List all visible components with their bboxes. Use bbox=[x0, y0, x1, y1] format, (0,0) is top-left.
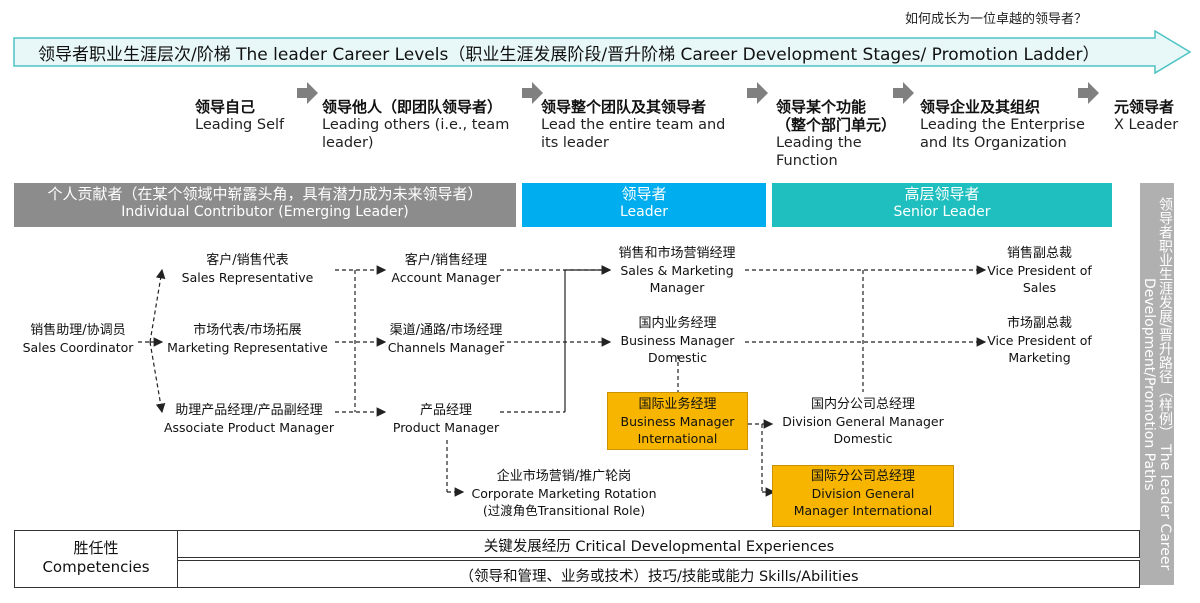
role-zh: 市场代表/市场拓展 bbox=[193, 323, 302, 338]
role-zh: 企业市场营销/推广轮岗 bbox=[496, 469, 632, 484]
side-bar bbox=[1140, 183, 1174, 585]
role-zh: 国际分公司总经理 bbox=[810, 469, 915, 484]
stage-zh: 领导企业及其组织 bbox=[920, 98, 1041, 116]
stage-step-arrows bbox=[297, 82, 1099, 104]
band-zh: 个人贡献者（在某个领域中崭露头角，具有潜力成为未来领导者） bbox=[47, 185, 483, 203]
role-associate-product-manager: 助理产品经理/产品副经理 Associate Product Manager bbox=[160, 402, 338, 436]
stage-lead-team: 领导整个团队及其领导者 Lead the entire team and its… bbox=[541, 98, 741, 152]
role-note: (过渡角色Transitional Role) bbox=[482, 503, 646, 518]
role-division-gm-international: 国际分公司总经理 Division General Manager Intern… bbox=[772, 468, 954, 519]
side-title: 领导者职业生涯发展/晋升路径（样例） The leader Career Dev… bbox=[1141, 197, 1173, 571]
experiences-label: 关键发展经历 Critical Developmental Experience… bbox=[483, 539, 835, 555]
band-zh: 领导者 bbox=[621, 185, 667, 203]
role-business-manager-international: 国际业务经理 Business Manager International bbox=[607, 396, 748, 447]
stage-zh: 元领导者 bbox=[1114, 98, 1175, 116]
role-en: Business Manager International bbox=[620, 414, 735, 446]
role-sales-marketing-manager: 销售和市场营销经理 Sales & Marketing Manager bbox=[598, 245, 756, 296]
role-corporate-marketing-rotation: 企业市场营销/推广轮岗 Corporate Marketing Rotation… bbox=[462, 468, 666, 519]
stage-zh: 领导某个功能（整个部门单元） bbox=[776, 98, 897, 134]
role-en: Business Manager Domestic bbox=[620, 333, 735, 365]
role-en: Channels Manager bbox=[387, 340, 505, 355]
stage-zh: 领导他人（即团队领导者） bbox=[322, 98, 503, 116]
role-en: Vice President of Marketing bbox=[987, 333, 1092, 365]
band-leader: 领导者 Leader bbox=[522, 183, 766, 227]
role-vp-sales: 销售副总裁 Vice President of Sales bbox=[982, 245, 1097, 296]
role-en: Associate Product Manager bbox=[163, 420, 335, 435]
role-zh: 国际业务经理 bbox=[638, 397, 717, 412]
role-en: Vice President of Sales bbox=[987, 263, 1092, 295]
role-sales-representative: 客户/销售代表 Sales Representative bbox=[160, 252, 335, 286]
stage-zh: 领导自己 bbox=[195, 98, 256, 116]
stage-en: Leading others (i.e., team leader) bbox=[322, 117, 510, 151]
competencies-en: Competencies bbox=[42, 558, 150, 576]
role-en: Product Manager bbox=[392, 420, 500, 435]
role-en: Sales & Marketing Manager bbox=[620, 263, 734, 295]
experiences-row bbox=[14, 530, 1140, 558]
role-en: Sales Coordinator bbox=[22, 340, 134, 355]
role-zh: 助理产品经理/产品副经理 bbox=[175, 403, 323, 418]
role-en: Division General Manager Domestic bbox=[782, 414, 944, 446]
arrow-title: 领导者职业生涯层次/阶梯 The leader Career Levels（职业… bbox=[38, 45, 1100, 65]
step-arrow-icon bbox=[893, 82, 914, 104]
role-zh: 产品经理 bbox=[419, 403, 472, 418]
role-zh: 渠道/通路/市场经理 bbox=[389, 323, 503, 338]
stage-en: Leading Self bbox=[195, 117, 285, 133]
role-en: Corporate Marketing Rotation bbox=[471, 486, 657, 501]
step-arrow-icon bbox=[297, 82, 318, 104]
skills-label: （领导和管理、业务或技术）技巧/技能或能力 Skills/Abilities bbox=[459, 569, 859, 585]
role-marketing-representative: 市场代表/市场拓展 Marketing Representative bbox=[160, 322, 335, 356]
stage-leading-others: 领导他人（即团队领导者） Leading others (i.e., team … bbox=[322, 98, 522, 152]
highlight-box-dgm-intl bbox=[772, 465, 954, 527]
highlight-box-bm-intl bbox=[607, 392, 748, 450]
role-channels-manager: 渠道/通路/市场经理 Channels Manager bbox=[385, 322, 507, 356]
step-arrow-icon bbox=[1078, 82, 1099, 104]
step-arrow-icon bbox=[747, 82, 768, 104]
band-senior-leader: 高层领导者 Senior Leader bbox=[772, 183, 1112, 227]
role-zh: 销售助理/协调员 bbox=[30, 323, 126, 338]
stage-en: X Leader bbox=[1114, 117, 1179, 133]
band-en: Senior Leader bbox=[893, 204, 991, 220]
role-product-manager: 产品经理 Product Manager bbox=[385, 402, 507, 436]
band-individual-contributor: 个人贡献者（在某个领域中崭露头角，具有潜力成为未来领导者） Individual… bbox=[14, 183, 516, 227]
band-en: Leader bbox=[619, 204, 668, 220]
role-zh: 客户/销售代表 bbox=[206, 253, 289, 268]
role-zh: 国内业务经理 bbox=[638, 316, 717, 331]
stage-en: Leading the Enterprise and Its Organizat… bbox=[920, 117, 1085, 151]
role-zh: 销售副总裁 bbox=[1006, 246, 1072, 261]
role-en: Marketing Representative bbox=[167, 340, 328, 355]
role-en: Sales Representative bbox=[181, 270, 314, 285]
role-en: Division General Manager International bbox=[793, 486, 933, 518]
skills-row bbox=[14, 560, 1140, 588]
competencies-zh: 胜任性 bbox=[73, 539, 119, 557]
role-business-manager-domestic: 国内业务经理 Business Manager Domestic bbox=[610, 315, 745, 366]
role-account-manager: 客户/销售经理 Account Manager bbox=[385, 252, 507, 286]
role-zh: 市场副总裁 bbox=[1006, 316, 1072, 331]
band-en: Individual Contributor (Emerging Leader) bbox=[121, 204, 409, 220]
role-zh: 国内分公司总经理 bbox=[810, 397, 915, 412]
page-question: 如何成长为一位卓越的领导者？ bbox=[905, 12, 1088, 27]
role-en: Account Manager bbox=[391, 270, 501, 285]
role-vp-marketing: 市场副总裁 Vice President of Marketing bbox=[982, 315, 1097, 366]
role-zh: 客户/销售经理 bbox=[404, 253, 488, 268]
role-zh: 销售和市场营销经理 bbox=[618, 246, 736, 261]
competencies-box: 胜任性 Competencies bbox=[14, 530, 178, 588]
role-division-gm-domestic: 国内分公司总经理 Division General Manager Domest… bbox=[778, 396, 948, 447]
stage-leading-enterprise: 领导企业及其组织 Leading the Enterprise and Its … bbox=[920, 98, 1090, 152]
stage-zh: 领导整个团队及其领导者 bbox=[541, 98, 707, 116]
career-levels-arrow bbox=[13, 30, 1192, 75]
stage-leading-self: 领导自己 Leading Self bbox=[195, 98, 295, 134]
stage-en: Leading the Function bbox=[776, 135, 862, 169]
role-sales-coordinator: 销售助理/协调员 Sales Coordinator bbox=[10, 322, 146, 356]
stage-x-leader: 元领导者 X Leader bbox=[1114, 98, 1194, 134]
band-zh: 高层领导者 bbox=[904, 185, 980, 203]
stage-leading-function: 领导某个功能（整个部门单元） Leading the Function bbox=[776, 98, 897, 170]
stage-en: Lead the entire team and its leader bbox=[541, 117, 726, 151]
step-arrow-icon bbox=[522, 82, 543, 104]
